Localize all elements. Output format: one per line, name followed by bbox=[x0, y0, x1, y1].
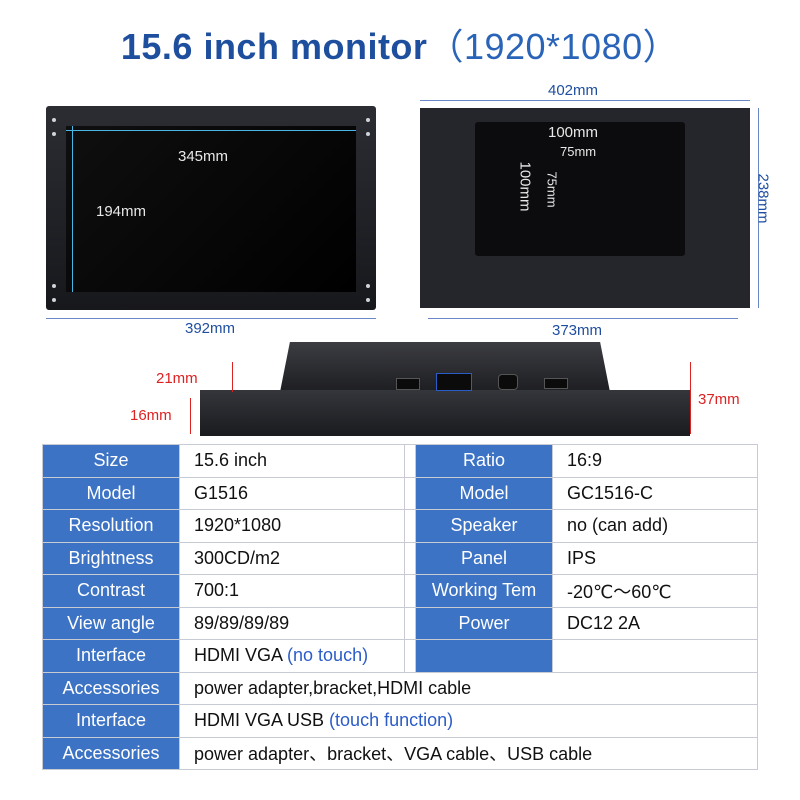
top-thickness-line bbox=[232, 362, 233, 392]
table-row: Size 15.6 inch Ratio 16:9 bbox=[42, 444, 758, 478]
table-row: Interface HDMI VGA USB (touch function) bbox=[42, 704, 758, 738]
mount-hole bbox=[52, 298, 56, 302]
mount-hole bbox=[52, 284, 56, 288]
spec-label: Interface bbox=[42, 639, 180, 673]
spec-label: Working Tem bbox=[415, 574, 553, 608]
spec-value: IPS bbox=[552, 541, 758, 575]
spec-value: HDMI VGA USB (touch function) bbox=[179, 704, 758, 738]
mount-hole bbox=[52, 118, 56, 122]
screen-height-label: 194mm bbox=[96, 203, 147, 220]
table-row: Accessories power adapter、bracket、VGA ca… bbox=[42, 736, 758, 770]
table-row: Resolution 1920*1080 Speaker no (can add… bbox=[42, 509, 758, 543]
spec-value: -20℃～60℃ bbox=[552, 574, 758, 608]
outer-width-line bbox=[46, 318, 376, 319]
dc-power-port-icon bbox=[498, 374, 518, 390]
interface-value: HDMI VGA bbox=[194, 645, 283, 666]
vesa-outer-h-label: 100mm bbox=[548, 124, 599, 141]
page-title: 15.6 inch monitor（1920*1080） bbox=[0, 18, 800, 70]
interface-value: HDMI VGA USB bbox=[194, 710, 325, 731]
spec-label: View angle bbox=[42, 606, 180, 640]
table-row: View angle 89/89/89/89 Power DC12 2A bbox=[42, 606, 758, 640]
spec-label: Brightness bbox=[42, 541, 180, 575]
table-row: Accessories power adapter,bracket,HDMI c… bbox=[42, 671, 758, 705]
title-main: 15.6 inch monitor bbox=[120, 26, 428, 67]
mount-hole bbox=[366, 284, 370, 288]
spec-value: 89/89/89/89 bbox=[179, 606, 405, 640]
spec-label: Size bbox=[42, 444, 180, 478]
table-row: Interface HDMI VGA (no touch) bbox=[42, 639, 758, 673]
side-total-thickness-label: 37mm bbox=[698, 391, 740, 408]
spec-value: power adapter、bracket、VGA cable、USB cabl… bbox=[179, 736, 758, 770]
front-screen bbox=[66, 126, 356, 292]
back-height-line bbox=[758, 108, 759, 308]
vga-port-icon bbox=[436, 373, 472, 391]
hdmi-port-icon bbox=[396, 378, 420, 390]
spec-value: DC12 2A bbox=[552, 606, 758, 640]
table-row: Contrast 700:1 Working Tem -20℃～60℃ bbox=[42, 574, 758, 608]
mount-hole bbox=[366, 118, 370, 122]
side-housing-base bbox=[200, 390, 690, 436]
spec-label: Accessories bbox=[42, 671, 180, 705]
vesa-inner-h-label: 75mm bbox=[560, 144, 597, 159]
spec-value: no (can add) bbox=[552, 509, 758, 543]
spec-value: 16:9 bbox=[552, 444, 758, 478]
total-thickness-line bbox=[690, 362, 691, 434]
spec-label: Model bbox=[42, 476, 180, 510]
vesa-inner-v-label: 75mm bbox=[544, 171, 560, 208]
spec-label: Speaker bbox=[415, 509, 553, 543]
back-bottom-width-label: 373mm bbox=[552, 322, 603, 339]
screen-width-label: 345mm bbox=[178, 148, 229, 165]
back-bottom-width-line bbox=[428, 318, 738, 319]
spec-label: Contrast bbox=[42, 574, 180, 608]
spec-label: Accessories bbox=[42, 736, 180, 770]
mount-hole bbox=[52, 132, 56, 136]
side-top-thickness-label: 21mm bbox=[156, 370, 198, 387]
spec-label: Ratio bbox=[415, 444, 553, 478]
interface-note: (no touch) bbox=[287, 645, 369, 666]
spec-value: 1920*1080 bbox=[179, 509, 405, 543]
back-top-width-label: 402mm bbox=[548, 82, 599, 99]
interface-note: (touch function) bbox=[329, 710, 454, 731]
spec-label: Model bbox=[415, 476, 553, 510]
back-height-label: 238mm bbox=[754, 173, 772, 224]
mount-hole bbox=[366, 132, 370, 136]
back-top-width-line bbox=[420, 100, 750, 101]
title-resolution: （1920*1080） bbox=[427, 26, 680, 67]
spec-value: 15.6 inch bbox=[179, 444, 405, 478]
spec-value: 700:1 bbox=[179, 574, 405, 608]
outer-width-label: 392mm bbox=[185, 320, 236, 337]
vesa-outer-v-label: 100mm bbox=[516, 161, 534, 212]
spec-value: G1516 bbox=[179, 476, 405, 510]
spec-value: GC1516-C bbox=[552, 476, 758, 510]
spec-label: Interface bbox=[42, 704, 180, 738]
spec-label: Panel bbox=[415, 541, 553, 575]
spec-label: Power bbox=[415, 606, 553, 640]
spec-value: 300CD/m2 bbox=[179, 541, 405, 575]
table-row: Brightness 300CD/m2 Panel IPS bbox=[42, 541, 758, 575]
spec-value: power adapter,bracket,HDMI cable bbox=[179, 671, 758, 705]
mount-hole bbox=[366, 298, 370, 302]
spec-label: Resolution bbox=[42, 509, 180, 543]
spec-table: Size 15.6 inch Ratio 16:9 Model G1516 Mo… bbox=[42, 444, 758, 770]
base-thickness-line bbox=[190, 398, 191, 434]
screen-height-line bbox=[72, 126, 73, 292]
table-row: Model G1516 Model GC1516-C bbox=[42, 476, 758, 510]
usb-port-icon bbox=[544, 378, 568, 389]
spec-value: HDMI VGA (no touch) bbox=[179, 639, 405, 673]
side-base-thickness-label: 16mm bbox=[130, 407, 172, 424]
screen-width-line bbox=[66, 130, 356, 131]
back-electronics-panel bbox=[475, 122, 685, 256]
